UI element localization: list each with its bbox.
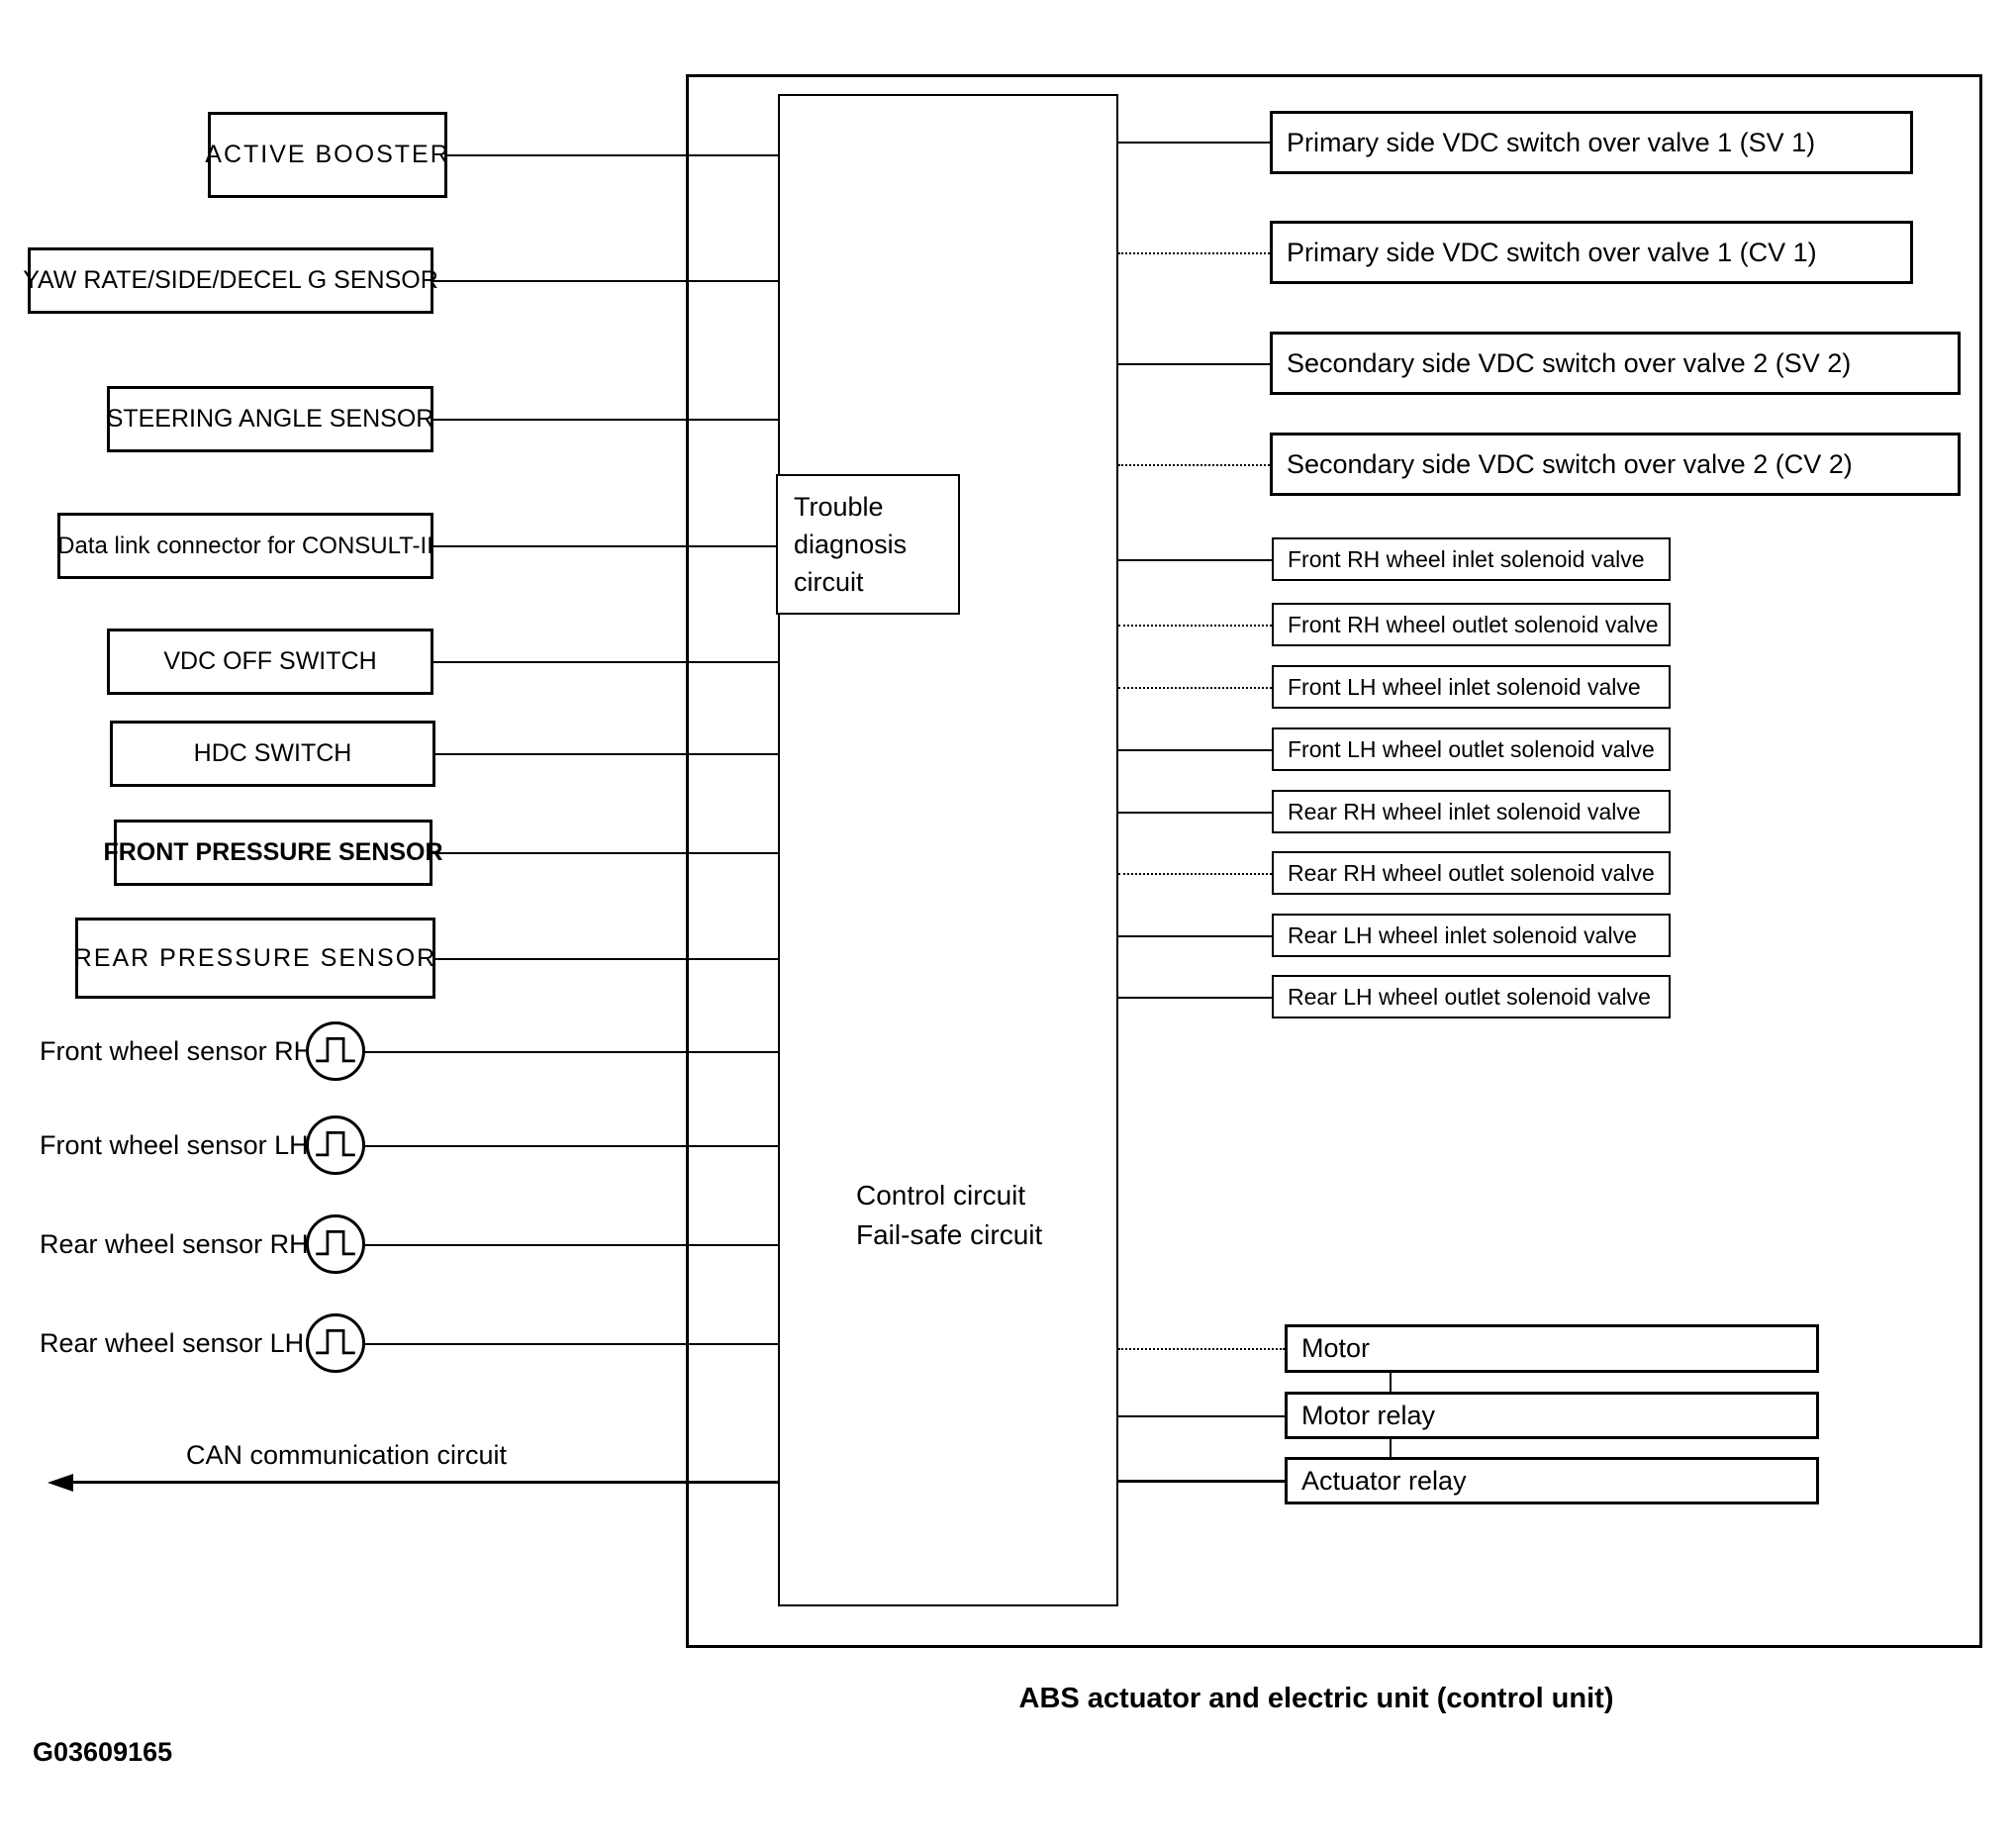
- connector-sv1: [1118, 142, 1270, 144]
- motor-relay-to-actuator-relay-link: [1390, 1439, 1392, 1457]
- connector-actuator-relay: [1118, 1480, 1285, 1483]
- connector-rear-lh-inlet: [1118, 935, 1272, 937]
- output-box-rear-lh-outlet: Rear LH wheel outlet solenoid valve: [1272, 975, 1671, 1018]
- connector-rear-pressure-sensor: [435, 958, 778, 960]
- output-box-actuator-relay: Actuator relay: [1285, 1457, 1819, 1504]
- connector-rear-wheel-sensor-lh: [363, 1343, 778, 1345]
- connector-cv2: [1118, 464, 1270, 466]
- square-wave-icon: [316, 1037, 355, 1063]
- pulse-sensor-icon: [306, 1021, 365, 1081]
- connector-front-lh-outlet: [1118, 749, 1272, 751]
- rear-wheel-sensor-rh-label: Rear wheel sensor RH: [40, 1229, 309, 1259]
- can-arrow-left-icon: [48, 1474, 73, 1492]
- input-box-rear-pressure-sensor: REAR PRESSURE SENSOR: [74, 918, 435, 999]
- motor-to-motor-relay-link: [1390, 1373, 1392, 1392]
- connector-rear-rh-inlet: [1118, 812, 1272, 814]
- output-box-sv2: Secondary side VDC switch over valve 2 (…: [1270, 332, 1961, 395]
- connector-front-pressure-sensor: [432, 852, 778, 854]
- output-box-rear-rh-outlet: Rear RH wheel outlet solenoid valve: [1272, 851, 1671, 895]
- connector-data-link: [432, 545, 778, 547]
- square-wave-icon: [316, 1329, 355, 1355]
- connector-rear-wheel-sensor-rh: [363, 1244, 778, 1246]
- front-wheel-sensor-lh-label: Front wheel sensor LH: [40, 1130, 309, 1160]
- connector-sv2: [1118, 363, 1270, 365]
- connector-front-rh-outlet: [1118, 625, 1272, 627]
- output-box-motor-relay: Motor relay: [1285, 1392, 1819, 1439]
- abs-unit-outer-frame: [686, 74, 1982, 1648]
- input-box-hdc-switch: HDC SWITCH: [110, 721, 435, 787]
- can-communication-label: CAN communication circuit: [185, 1440, 508, 1470]
- input-box-steering-angle-sensor: STEERING ANGLE SENSOR: [107, 386, 433, 452]
- connector-active-booster: [445, 154, 778, 156]
- diagram-caption: ABS actuator and electric unit (control …: [1018, 1683, 1614, 1714]
- output-box-front-lh-outlet: Front LH wheel outlet solenoid valve: [1272, 727, 1671, 771]
- front-wheel-sensor-rh-label: Front wheel sensor RH: [40, 1036, 314, 1066]
- input-box-active-booster: ACTIVE BOOSTER: [205, 112, 448, 198]
- output-box-front-lh-inlet: Front LH wheel inlet solenoid valve: [1272, 665, 1671, 709]
- output-box-cv1: Primary side VDC switch over valve 1 (CV…: [1270, 221, 1913, 284]
- connector-rear-rh-outlet: [1118, 873, 1272, 875]
- pulse-sensor-icon: [306, 1214, 365, 1274]
- connector-vdc-off-switch: [433, 661, 778, 663]
- connector-rear-lh-outlet: [1118, 997, 1272, 999]
- square-wave-icon: [316, 1131, 355, 1157]
- connector-front-lh-inlet: [1118, 687, 1272, 689]
- input-box-yaw-rate-sensor: YAW RATE/SIDE/DECEL G SENSOR: [23, 247, 438, 314]
- input-box-front-pressure-sensor: FRONT PRESSURE SENSOR: [103, 820, 443, 886]
- can-communication-line: [61, 1481, 778, 1484]
- connector-front-wheel-sensor-lh: [363, 1145, 778, 1147]
- output-box-front-rh-inlet: Front RH wheel inlet solenoid valve: [1272, 537, 1671, 581]
- square-wave-icon: [316, 1230, 355, 1256]
- trouble-diagnosis-circuit-box: Trouble diagnosis circuit: [776, 474, 960, 615]
- connector-steering-angle-sensor: [433, 419, 778, 421]
- output-box-rear-rh-inlet: Rear RH wheel inlet solenoid valve: [1272, 790, 1671, 833]
- output-box-rear-lh-inlet: Rear LH wheel inlet solenoid valve: [1272, 914, 1671, 957]
- input-box-data-link-connector: Data link connector for CONSULT-II: [57, 513, 433, 579]
- pulse-sensor-icon: [306, 1313, 365, 1373]
- pulse-sensor-icon: [306, 1115, 365, 1175]
- rear-wheel-sensor-lh-label: Rear wheel sensor LH: [40, 1328, 305, 1358]
- connector-motor: [1118, 1348, 1285, 1350]
- connector-motor-relay: [1118, 1415, 1285, 1417]
- output-box-motor: Motor: [1285, 1324, 1819, 1373]
- output-box-front-rh-outlet: Front RH wheel outlet solenoid valve: [1272, 603, 1671, 646]
- control-circuit-inner-frame: [778, 94, 1118, 1606]
- connector-front-wheel-sensor-rh: [363, 1051, 778, 1053]
- input-box-vdc-off-switch: VDC OFF SWITCH: [107, 629, 433, 695]
- output-box-cv2: Secondary side VDC switch over valve 2 (…: [1270, 433, 1961, 496]
- connector-hdc-switch: [435, 753, 778, 755]
- connector-front-rh-inlet: [1118, 559, 1272, 561]
- control-fail-safe-circuit-label: Control circuit Fail-safe circuit: [856, 1180, 1043, 1250]
- connector-yaw-rate-sensor: [432, 280, 778, 282]
- figure-code: G03609165: [33, 1737, 173, 1767]
- output-box-sv1: Primary side VDC switch over valve 1 (SV…: [1270, 111, 1913, 174]
- connector-cv1: [1118, 252, 1270, 254]
